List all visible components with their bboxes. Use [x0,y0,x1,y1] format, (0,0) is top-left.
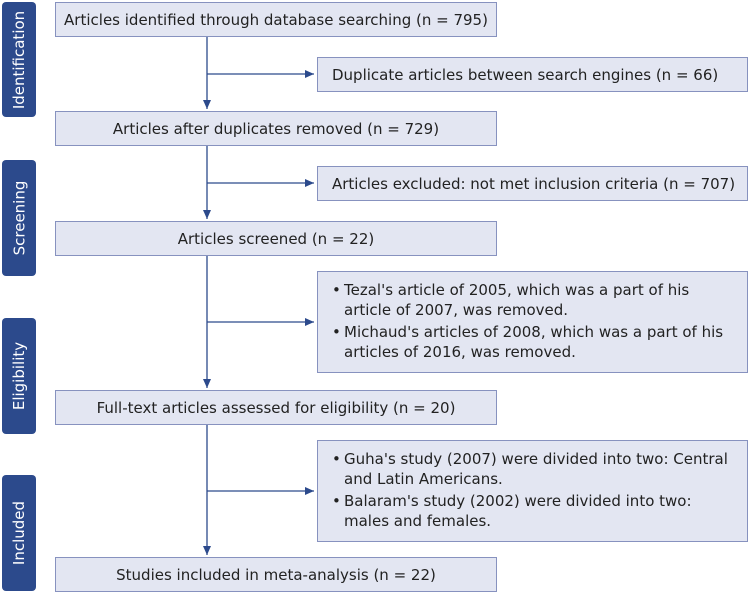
divided-note-guha: Guha's study (2007) were divided into tw… [332,449,737,489]
box-after-duplicates: Articles after duplicates removed (n = 7… [55,111,497,146]
box-screened: Articles screened (n = 22) [55,221,497,256]
stage-identification: Identification [2,2,36,117]
removed-note-michaud: Michaud's articles of 2008, which was a … [332,322,737,362]
stage-eligibility: Eligibility [2,318,36,434]
box-removed-notes: Tezal's article of 2005, which was a par… [317,271,748,373]
removed-notes-list: Tezal's article of 2005, which was a par… [318,272,747,370]
box-full-text: Full-text articles assessed for eligibil… [55,390,497,425]
box-included: Studies included in meta-analysis (n = 2… [55,557,497,592]
stage-screening: Screening [2,160,36,276]
stage-included: Included [2,475,36,591]
box-divided-notes: Guha's study (2007) were divided into tw… [317,440,748,542]
divided-notes-list: Guha's study (2007) were divided into tw… [318,441,747,539]
box-identified: Articles identified through database sea… [55,2,497,37]
box-excluded: Articles excluded: not met inclusion cri… [317,166,748,201]
removed-note-tezal: Tezal's article of 2005, which was a par… [332,280,737,320]
box-duplicates: Duplicate articles between search engine… [317,57,748,92]
divided-note-balaram: Balaram's study (2002) were divided into… [332,491,737,531]
